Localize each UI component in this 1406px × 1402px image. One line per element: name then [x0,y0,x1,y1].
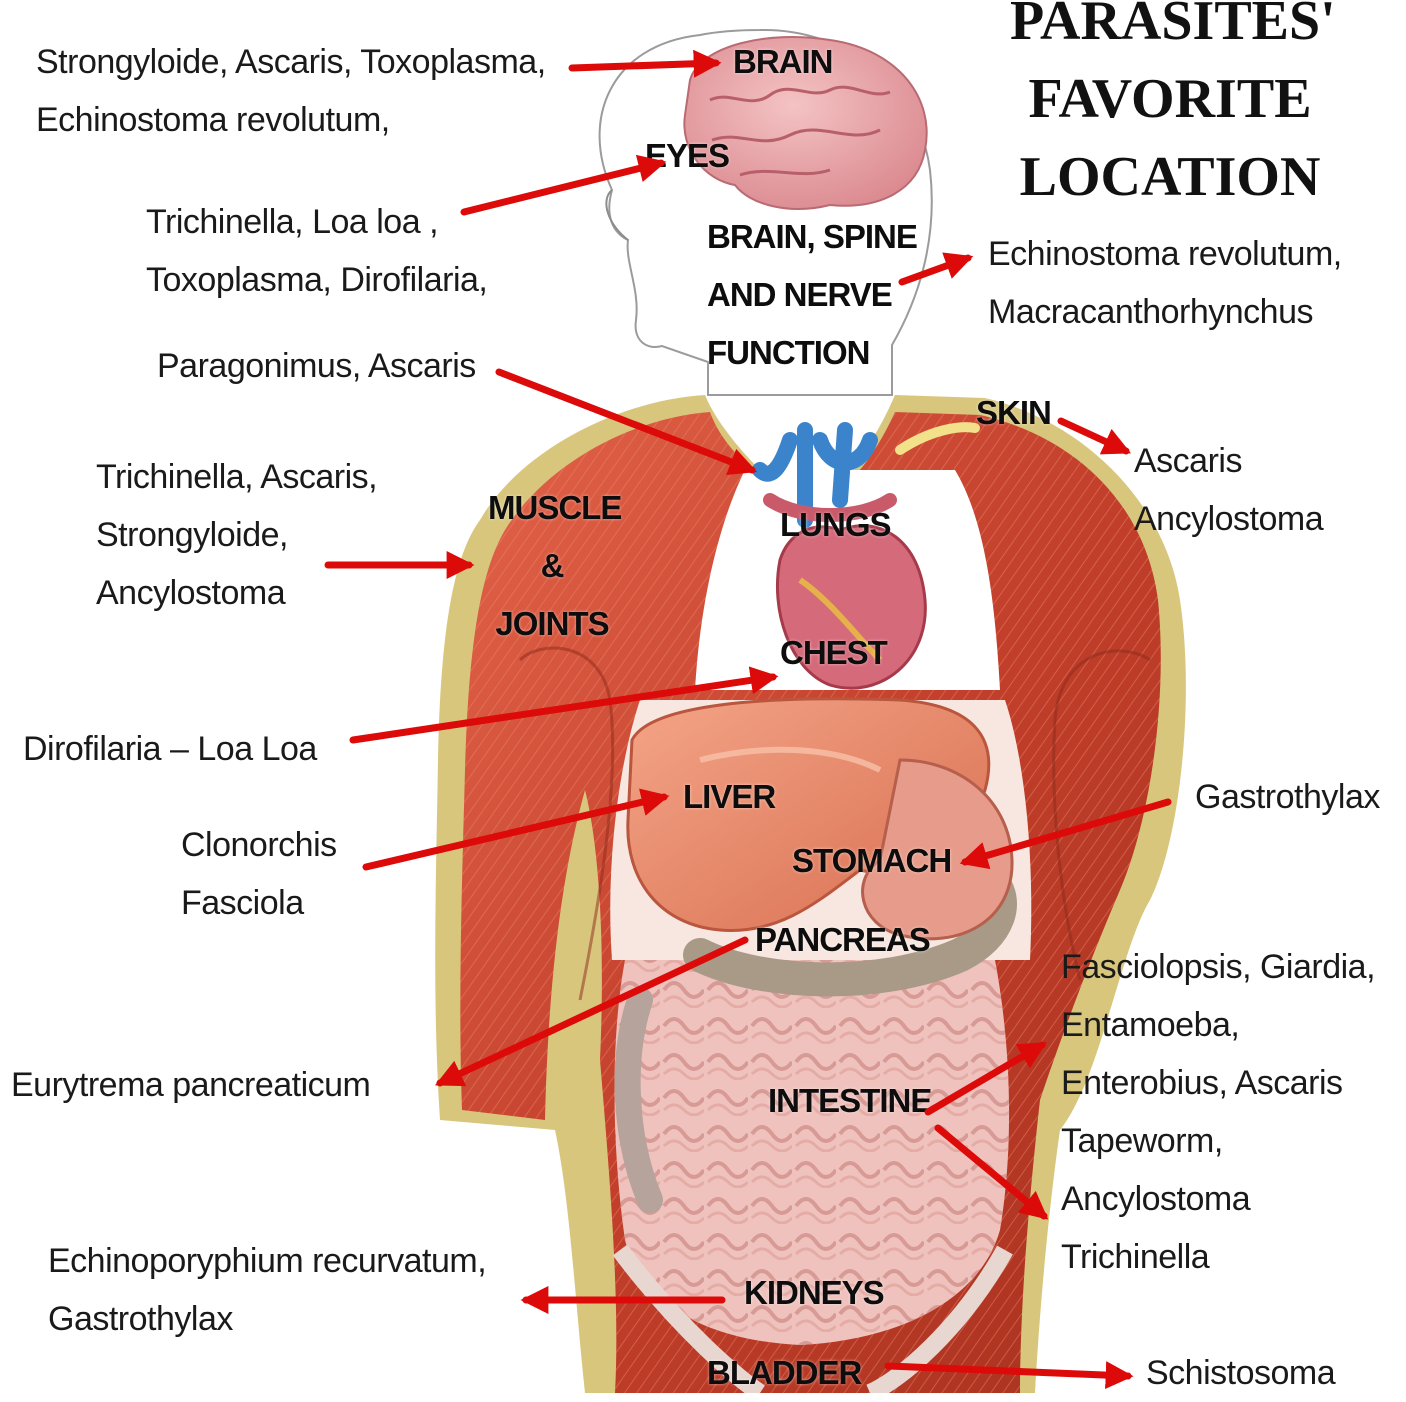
parasite-line: Schistosoma [1146,1344,1335,1402]
title-line: LOCATION [1010,138,1330,216]
parasites-lungs: Paragonimus, Ascaris [157,337,476,395]
label-line: JOINTS [488,595,616,653]
parasite-line: Strongyloide, Ascaris, Toxoplasma, [36,33,546,91]
parasite-line: Ancylostoma [1061,1170,1375,1228]
organ-label-skin: SKIN [976,384,1051,442]
organ-label-kidneys: KIDNEYS [744,1264,884,1322]
organ-label-chest: CHEST [780,624,887,682]
parasites-stomach: Gastrothylax [1195,768,1380,826]
parasite-line: Enterobius, Ascaris [1061,1054,1375,1112]
parasites-brain: Strongyloide, Ascaris, Toxoplasma, Echin… [36,33,546,149]
parasite-line: Fasciola [181,874,337,932]
parasite-line: Clonorchis [181,816,337,874]
parasites-intestine: Fasciolopsis, Giardia, Entamoeba, Entero… [1061,938,1375,1286]
label-line: AND NERVE [707,266,917,324]
parasite-line: Entamoeba, [1061,996,1375,1054]
parasites-pancreas: Eurytrema pancreaticum [11,1056,370,1114]
parasite-line: Ancylostoma [96,564,377,622]
organ-label-brain: BRAIN [733,33,833,91]
parasites-brain-spine-nerve: Echinostoma revolutum, Macracanthorhynch… [988,225,1342,341]
parasite-line: Dirofilaria – Loa Loa [23,720,317,778]
parasite-line: Ancylostoma [1134,490,1323,548]
parasite-line: Macracanthorhynchus [988,283,1342,341]
organ-label-eyes: EYES [645,127,729,185]
label-line: FUNCTION [707,324,917,382]
label-line: & [488,537,616,595]
organ-label-liver: LIVER [683,768,775,826]
parasite-line: Eurytrema pancreaticum [11,1056,370,1114]
parasite-line: Ascaris [1134,432,1323,490]
parasite-line: Echinostoma revolutum, [36,91,546,149]
parasites-liver: Clonorchis Fasciola [181,816,337,932]
label-line: BRAIN, SPINE [707,208,917,266]
parasite-line: Echinostoma revolutum, [988,225,1342,283]
title-line: PARASITES' [1010,0,1330,60]
organ-label-intestine: INTESTINE [768,1072,931,1130]
parasite-line: Tapeworm, [1061,1112,1375,1170]
parasite-line: Paragonimus, Ascaris [157,337,476,395]
diagram-title: PARASITES' FAVORITE LOCATION [1010,0,1330,216]
label-line: MUSCLE [488,479,616,537]
parasites-skin: Ascaris Ancylostoma [1134,432,1323,548]
organ-label-lungs: LUNGS [780,496,891,554]
title-line: FAVORITE [1010,60,1330,138]
parasites-muscle: Trichinella, Ascaris, Strongyloide, Ancy… [96,448,377,622]
parasite-line: Trichinella, Loa loa , [146,193,487,251]
parasites-eyes: Trichinella, Loa loa , Toxoplasma, Dirof… [146,193,487,309]
parasites-kidneys: Echinoporyphium recurvatum, Gastrothylax [48,1232,486,1348]
parasite-line: Fasciolopsis, Giardia, [1061,938,1375,996]
parasite-line: Trichinella [1061,1228,1375,1286]
organ-label-brain-spine-nerve: BRAIN, SPINE AND NERVE FUNCTION [707,208,917,382]
parasite-line: Gastrothylax [1195,768,1380,826]
organ-label-pancreas: PANCREAS [755,911,930,969]
organ-label-stomach: STOMACH [792,832,951,890]
parasite-line: Toxoplasma, Dirofilaria, [146,251,487,309]
parasites-bladder: Schistosoma [1146,1344,1335,1402]
parasites-chest: Dirofilaria – Loa Loa [23,720,317,778]
parasite-line: Echinoporyphium recurvatum, [48,1232,486,1290]
parasite-line: Strongyloide, [96,506,377,564]
organ-label-muscle-joints: MUSCLE & JOINTS [488,479,616,653]
parasite-line: Gastrothylax [48,1290,486,1348]
parasite-line: Trichinella, Ascaris, [96,448,377,506]
organ-label-bladder: BLADDER [707,1344,861,1402]
